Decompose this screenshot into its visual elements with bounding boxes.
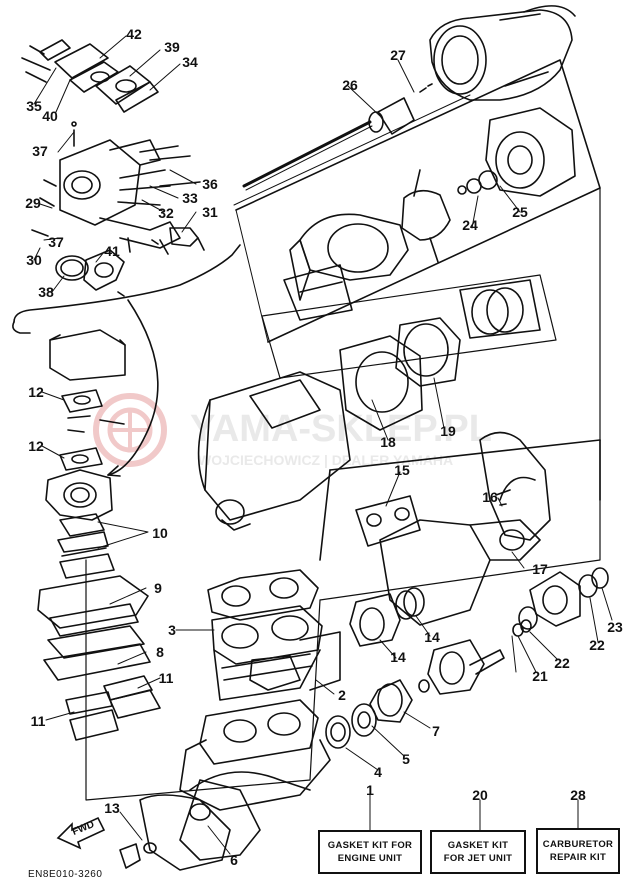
callout-23: 23 bbox=[607, 619, 623, 635]
callout-14-left: 14 bbox=[390, 649, 406, 665]
gasket-kit-jet-line2: FOR JET UNIT bbox=[443, 853, 513, 864]
callout-34: 34 bbox=[182, 54, 198, 70]
callout-8: 8 bbox=[156, 644, 164, 660]
gasket-kit-jet-box: GASKET KIT FOR JET UNIT bbox=[430, 830, 526, 874]
callout-14-right: 14 bbox=[424, 629, 440, 645]
callout-38: 38 bbox=[38, 284, 54, 300]
callout-36: 36 bbox=[202, 176, 218, 192]
callout-42: 42 bbox=[126, 26, 142, 42]
callout-25: 25 bbox=[512, 204, 528, 220]
callout-2: 2 bbox=[338, 687, 346, 703]
crankcase-cylinder-assembly bbox=[197, 274, 557, 531]
callout-29: 29 bbox=[25, 195, 41, 211]
callout-9: 9 bbox=[154, 580, 162, 596]
callout-37-upper: 37 bbox=[32, 143, 48, 159]
callout-18: 18 bbox=[380, 434, 396, 450]
callout-35: 35 bbox=[26, 98, 42, 114]
callout-37-lower: 37 bbox=[48, 234, 64, 250]
callout-10: 10 bbox=[152, 525, 168, 541]
callout-27: 27 bbox=[390, 47, 406, 63]
callout-24: 24 bbox=[462, 217, 478, 233]
carburetor-repair-kit-box: CARBURETOR REPAIR KIT bbox=[536, 828, 620, 874]
callout-1: 1 bbox=[366, 782, 374, 798]
gasket-kit-engine-box: GASKET KIT FOR ENGINE UNIT bbox=[318, 830, 422, 874]
carburetor-repair-kit-line2: REPAIR KIT bbox=[549, 852, 607, 863]
callout-4: 4 bbox=[374, 764, 382, 780]
callout-31: 31 bbox=[202, 204, 218, 220]
carburetor-group-boundary bbox=[13, 244, 241, 323]
callout-19: 19 bbox=[440, 423, 456, 439]
diagram-code: EN8E010-3260 bbox=[28, 869, 103, 880]
callout-5: 5 bbox=[402, 751, 410, 767]
cylinder-head-assembly bbox=[37, 329, 161, 741]
callout-40: 40 bbox=[42, 108, 58, 124]
callout-21: 21 bbox=[532, 668, 548, 684]
callout-leader-lines bbox=[33, 35, 613, 855]
callout-13: 13 bbox=[104, 800, 120, 816]
callout-12-upper: 12 bbox=[28, 384, 44, 400]
crankshaft-and-seals bbox=[325, 567, 609, 749]
callout-20: 20 bbox=[472, 787, 488, 803]
callout-41: 41 bbox=[104, 243, 120, 259]
callout-22-left: 22 bbox=[554, 655, 570, 671]
gasket-kit-engine-line2: ENGINE UNIT bbox=[337, 853, 403, 864]
magneto-cover bbox=[119, 794, 231, 871]
callout-16: 16 bbox=[482, 489, 498, 505]
gasket-kit-jet-line1: GASKET KIT bbox=[447, 840, 509, 851]
callout-6: 6 bbox=[230, 852, 238, 868]
callout-28: 28 bbox=[570, 787, 586, 803]
callout-11-right: 11 bbox=[158, 670, 174, 686]
callout-22-right: 22 bbox=[589, 637, 605, 653]
callout-15: 15 bbox=[394, 462, 410, 478]
carburetor-repair-kit-line1: CARBURETOR bbox=[542, 839, 614, 850]
callout-33: 33 bbox=[182, 190, 198, 206]
cylinder-block bbox=[179, 569, 341, 861]
gasket-kit-engine-line1: GASKET KIT FOR bbox=[327, 840, 413, 851]
callout-32: 32 bbox=[158, 205, 174, 221]
jet-pump-assembly bbox=[233, 5, 601, 343]
callout-30: 30 bbox=[26, 252, 42, 268]
assembly-arrow bbox=[107, 299, 159, 476]
callout-11-left: 11 bbox=[30, 713, 46, 729]
callout-3: 3 bbox=[168, 622, 176, 638]
callout-12-lower: 12 bbox=[28, 438, 44, 454]
callout-39: 39 bbox=[164, 39, 180, 55]
callout-26: 26 bbox=[342, 77, 358, 93]
callout-17: 17 bbox=[532, 561, 548, 577]
callout-7: 7 bbox=[432, 723, 440, 739]
